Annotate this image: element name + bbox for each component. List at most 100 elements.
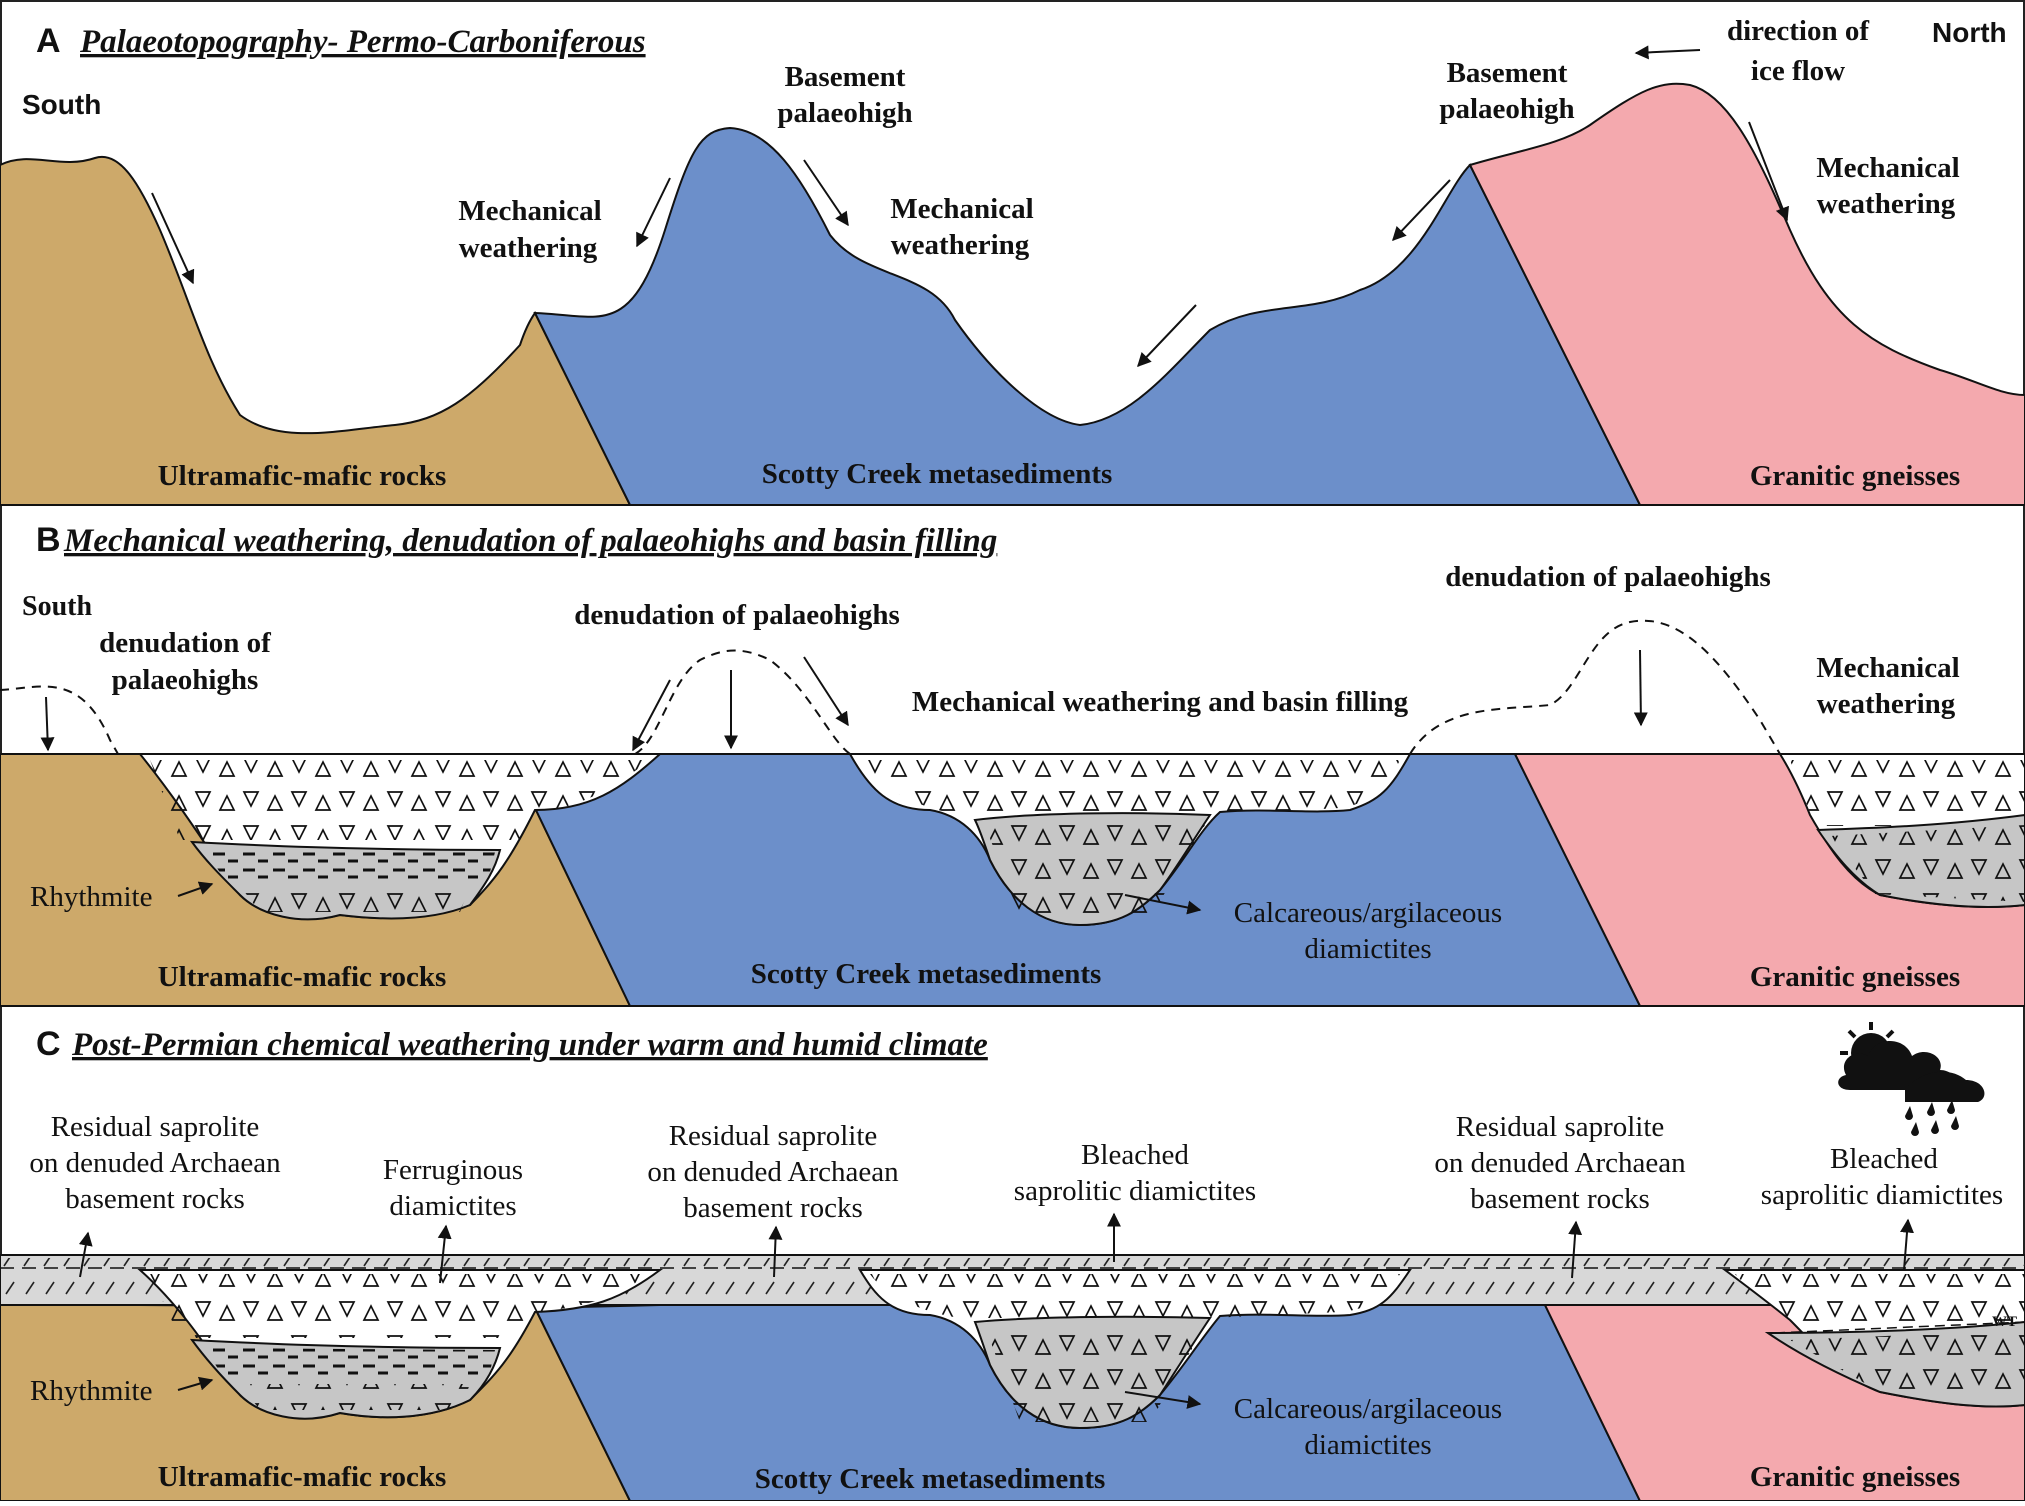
rock-label-c1: Ultramafic-mafic rocks — [158, 1461, 447, 1493]
bleached-c1-line2: saprolitic diamictites — [1014, 1175, 1256, 1207]
denudation-b2: denudation of palaeohighs — [574, 599, 900, 631]
panel-c: WT C Post-Permian chemical weatherin — [0, 1022, 2025, 1502]
mech-weathering-a1-line1: Mechanical — [458, 195, 601, 227]
panel-b: B Mechanical weathering, denudation of p… — [0, 521, 2025, 1007]
calc-label-c-line2: diamictites — [1304, 1429, 1431, 1461]
arrow-c6 — [1900, 1218, 1914, 1271]
north-label: North — [1932, 17, 2007, 48]
arrow-a6 — [1748, 121, 1789, 222]
basement-palaeohigh-1-line2: palaeohigh — [777, 97, 912, 129]
arrow-b4 — [803, 656, 849, 727]
south-label-b: South — [22, 591, 92, 622]
calc-arrow-b — [1124, 894, 1202, 915]
bleached-c2-line2: saprolitic diamictites — [1761, 1179, 2003, 1211]
residual-c1-line2: on denuded Archaean — [29, 1147, 281, 1179]
rhythmite-arrow-c — [177, 1376, 214, 1391]
sun-cloud-rain-icon — [1838, 1022, 1985, 1136]
arrow-a5 — [1137, 304, 1197, 368]
calc-triangles-c — [985, 1326, 1205, 1422]
basement-palaeohigh-2-line2: palaeohigh — [1439, 93, 1574, 125]
grey-triangles-c3 — [1790, 1330, 2025, 1400]
arrow-c5 — [1568, 1220, 1583, 1279]
panel-c-title: Post-Permian chemical weathering under w… — [71, 1027, 988, 1063]
former-topography-dashed — [0, 619, 1781, 755]
triangles-b1 — [150, 760, 650, 840]
ferruginous-line1: Ferruginous — [383, 1154, 523, 1186]
arrow-c2 — [437, 1224, 452, 1284]
ferruginous-line2: diamictites — [389, 1190, 516, 1222]
mech-weathering-b-line1: Mechanical — [1816, 652, 1959, 684]
residual-c3-line2: on denuded Archaean — [1434, 1147, 1686, 1179]
residual-c2-line3: basement rocks — [683, 1192, 863, 1224]
rock-label-b1: Ultramafic-mafic rocks — [158, 961, 447, 993]
bleached-c1-line1: Bleached — [1081, 1139, 1189, 1171]
basement-palaeohigh-1-line1: Basement — [785, 61, 906, 93]
ice-flow-label-line2: ice flow — [1751, 55, 1845, 87]
rock-label-c2: Scotty Creek metasediments — [755, 1463, 1106, 1495]
arrow-b5 — [1633, 649, 1648, 727]
rhythmite-label-c: Rhythmite — [30, 1375, 152, 1407]
rhythmite-dashes-c — [205, 1348, 495, 1380]
residual-c1-line3: basement rocks — [65, 1183, 245, 1215]
granitic-rock-a — [1468, 82, 2025, 506]
mech-weathering-a3-line1: Mechanical — [1816, 152, 1959, 184]
residual-c3-line1: Residual saprolite — [1456, 1111, 1665, 1143]
water-table-line — [1774, 1321, 2025, 1334]
mech-weathering-a1-line2: weathering — [459, 232, 598, 264]
rock-label-a3: Granitic gneisses — [1750, 460, 1960, 492]
panel-c-letter: C — [36, 1025, 61, 1063]
scotty-creek-rock-a — [533, 126, 1642, 506]
basement-palaeohigh-2-line1: Basement — [1447, 57, 1568, 89]
mech-weathering-a2-line1: Mechanical — [890, 193, 1033, 225]
rock-label-b3: Granitic gneisses — [1750, 961, 1960, 993]
arrow-a2 — [636, 177, 671, 248]
panel-a: A Palaeotopography- Permo-Carboniferous … — [0, 15, 2025, 506]
water-table-label: WT — [1992, 1314, 2017, 1330]
triangles-c3 — [1735, 1274, 2025, 1330]
calc-arrow-c — [1124, 1391, 1202, 1409]
denudation-b1-line1: denudation of — [99, 627, 271, 659]
ultramafic-rock-a — [0, 155, 632, 506]
arrow-c1 — [78, 1231, 93, 1278]
residual-c2-line2: on denuded Archaean — [647, 1156, 899, 1188]
arrow-b1 — [40, 696, 55, 752]
ice-flow-label-line1: direction of — [1727, 15, 1869, 47]
panel-b-letter: B — [36, 521, 61, 559]
rhythmite-dashes-b — [205, 850, 495, 880]
mech-weathering-basin-filling: Mechanical weathering and basin filling — [912, 686, 1409, 718]
arrow-b2 — [632, 679, 671, 752]
triangles-b3 — [1790, 760, 2025, 826]
rock-label-b2: Scotty Creek metasediments — [751, 958, 1102, 990]
calc-label-c-line1: Calcareous/argilaceous — [1234, 1393, 1502, 1425]
residual-c3-line3: basement rocks — [1470, 1183, 1650, 1215]
calc-triangles-b — [985, 825, 1205, 918]
mech-weathering-b-line2: weathering — [1817, 688, 1956, 720]
arrow-a4 — [1392, 179, 1451, 242]
rock-label-a1: Ultramafic-mafic rocks — [158, 460, 447, 492]
triangles-c2 — [870, 1274, 1400, 1318]
calc-label-b-line1: Calcareous/argilaceous — [1234, 897, 1502, 929]
residual-c2-line1: Residual saprolite — [669, 1120, 878, 1152]
rhythmite-label-b: Rhythmite — [30, 881, 152, 913]
denudation-b3: denudation of palaeohighs — [1445, 561, 1771, 593]
ice-flow-arrow — [1634, 45, 1701, 60]
denudation-b1-line2: palaeohighs — [112, 664, 259, 696]
triangles-c1 — [150, 1274, 650, 1338]
rhythmite-arrow-b — [177, 881, 214, 897]
bleached-c2-line1: Bleached — [1830, 1143, 1938, 1175]
residual-c1-line1: Residual saprolite — [51, 1111, 260, 1143]
rock-label-a2: Scotty Creek metasediments — [762, 458, 1113, 490]
calc-label-b-line2: diamictites — [1304, 933, 1431, 965]
triangles-b2 — [860, 760, 1400, 815]
rock-label-c3: Granitic gneisses — [1750, 1461, 1960, 1493]
panel-b-title: Mechanical weathering, denudation of pal… — [63, 523, 997, 559]
rhythmite-triangles-b — [240, 886, 470, 912]
south-label-a: South — [22, 89, 101, 120]
mech-weathering-a2-line2: weathering — [891, 229, 1030, 261]
panel-a-letter: A — [36, 22, 61, 60]
arrow-a3 — [803, 159, 849, 227]
arrow-c3 — [768, 1225, 783, 1278]
panel-a-title: Palaeotopography- Permo-Carboniferous — [79, 24, 646, 60]
